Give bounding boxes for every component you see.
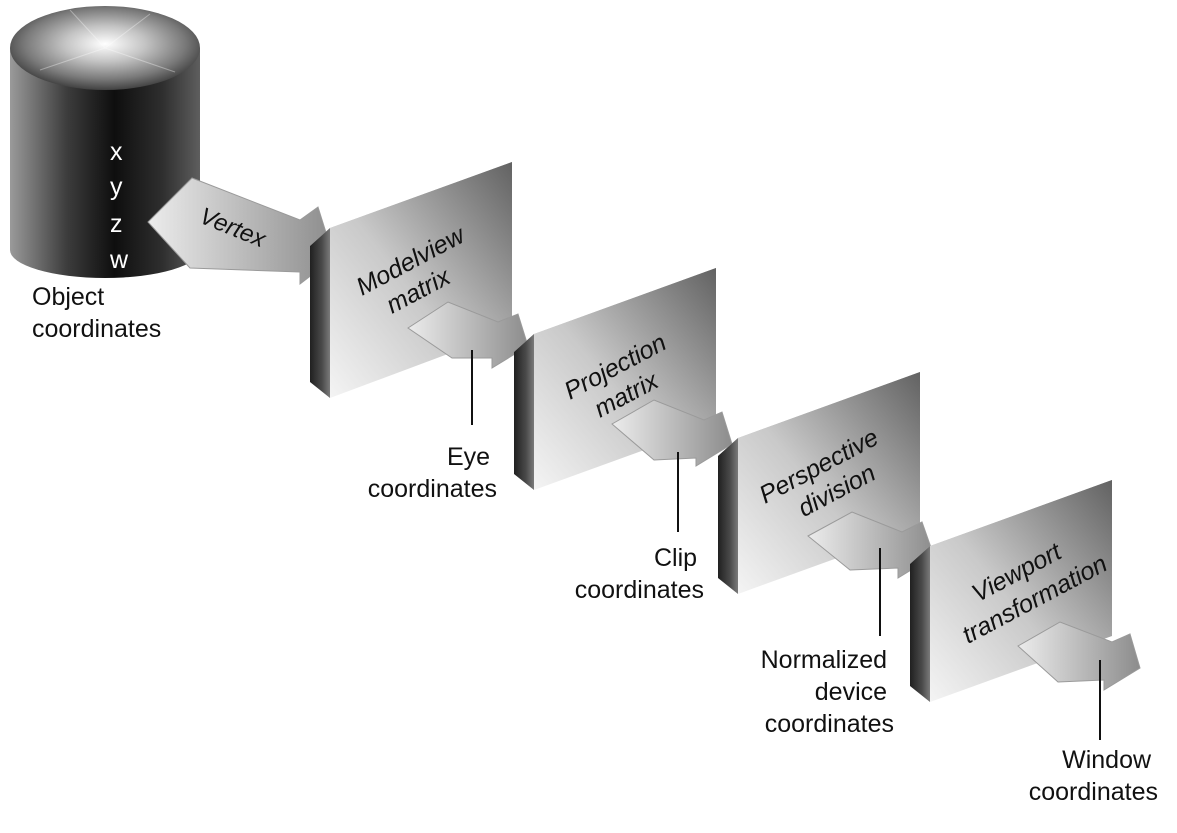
block-side	[910, 546, 930, 702]
component-x: x	[110, 138, 123, 166]
object-cylinder: x y z w	[10, 6, 200, 278]
normalized-coordinates-label: Normalized device coordinates	[761, 646, 894, 738]
stage-perspective: Perspective division	[718, 372, 920, 594]
clip-coordinates-label: Clip coordinates	[575, 544, 704, 604]
stage-projection: Projection matrix	[514, 268, 716, 490]
window-coordinates-label: Window coordinates	[1029, 746, 1158, 806]
eye-coordinates-label: Eye coordinates	[368, 443, 497, 503]
block-side	[718, 438, 738, 594]
vertex-arrow: Vertex	[147, 177, 335, 286]
component-z: z	[110, 210, 123, 238]
component-w: w	[109, 246, 129, 274]
object-coordinates-label: Object coordinates	[32, 283, 161, 343]
cylinder-top	[10, 6, 200, 90]
block-side	[310, 228, 330, 398]
stage-viewport: Viewport transformation	[910, 480, 1112, 702]
component-y: y	[110, 173, 123, 201]
block-side	[514, 334, 534, 490]
window-arrow	[1017, 621, 1141, 691]
stage-modelview: Modelview matrix	[310, 162, 512, 398]
